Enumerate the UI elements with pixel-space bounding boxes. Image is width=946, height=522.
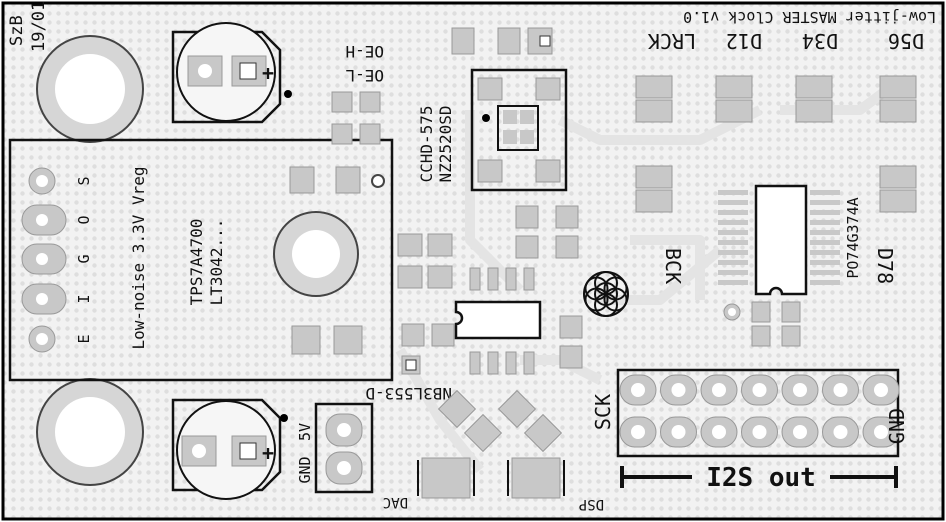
gnd-power-label: GND bbox=[296, 456, 314, 483]
output-pads bbox=[635, 75, 917, 213]
latch-part-label: PO74G374A bbox=[844, 197, 862, 278]
author-label: SzB bbox=[7, 15, 27, 46]
i2s-out-label: I2S out bbox=[706, 463, 816, 493]
svg-text:+: + bbox=[262, 61, 274, 85]
oe-high-label: OE-H bbox=[345, 42, 384, 61]
pin-label-e: E bbox=[75, 334, 93, 343]
i2s-header-hole bbox=[671, 383, 686, 397]
output-label-lrck: LRCK bbox=[648, 29, 696, 53]
output-label-d12: D12 bbox=[726, 29, 762, 53]
i2s-out-marker bbox=[620, 466, 898, 488]
regulator-module bbox=[8, 138, 394, 382]
mounting-hole-top bbox=[36, 35, 144, 143]
power-connector bbox=[314, 402, 374, 494]
latch-decoupling bbox=[723, 301, 801, 347]
regulator-part-2: LT3042... bbox=[207, 219, 226, 306]
board-title: Low-jitter MASTER Clock v1.0 bbox=[683, 8, 936, 26]
output-label-d34: D34 bbox=[802, 29, 838, 53]
i2s-header-hole bbox=[631, 425, 645, 439]
gnd-header-label: GND bbox=[885, 408, 909, 444]
regulator-pin-header bbox=[21, 167, 67, 353]
pin-label-g: G bbox=[75, 254, 93, 263]
output-label-d56: D56 bbox=[888, 29, 924, 53]
i2s-header-hole bbox=[874, 425, 888, 439]
i2s-header-hole bbox=[793, 383, 807, 397]
i2s-header-hole bbox=[752, 383, 767, 397]
i2s-pin-row bbox=[619, 374, 900, 448]
dsp-label: DSP bbox=[579, 496, 604, 512]
latch-ic bbox=[718, 184, 840, 296]
i2s-header-hole bbox=[833, 383, 848, 397]
regulator-part-1: TPS7A4700 bbox=[187, 219, 206, 306]
pin-label-s: S bbox=[75, 176, 93, 185]
i2s-header-hole bbox=[671, 425, 686, 439]
i2s-header-hole bbox=[712, 425, 726, 439]
oe-low-label: OE-L bbox=[345, 66, 384, 85]
buffer-part-label: NB3L553-D bbox=[365, 384, 452, 403]
regulator-title: Low-noise 3.3V Vreg bbox=[129, 166, 148, 349]
decoupling-pads bbox=[397, 205, 583, 369]
i2s-header-hole bbox=[631, 383, 645, 397]
diamond-pads bbox=[437, 389, 563, 453]
oscillator-part-2: NZ2520SD bbox=[436, 105, 455, 182]
mounting-hole-bottom bbox=[36, 378, 144, 486]
buffer-ic bbox=[454, 267, 542, 375]
i2s-header-hole bbox=[874, 383, 888, 397]
date-label: 19/01 bbox=[29, 1, 49, 52]
oe-pads bbox=[331, 91, 381, 145]
sck-label: SCK bbox=[591, 394, 615, 430]
i2s-header-hole bbox=[833, 425, 848, 439]
output-label-d78: D78 bbox=[873, 248, 897, 284]
svg-text:+: + bbox=[262, 441, 274, 465]
i2s-header bbox=[616, 368, 900, 458]
i2s-header-hole bbox=[793, 425, 807, 439]
5v-power-label: 5V bbox=[296, 423, 314, 441]
capacitor-top: + bbox=[171, 22, 292, 124]
regulator-smd bbox=[289, 166, 363, 355]
oscillator-footprint bbox=[451, 27, 568, 192]
bck-label: BCK bbox=[661, 248, 685, 284]
jumper-pads bbox=[417, 457, 565, 499]
pin-label-i: I bbox=[75, 294, 93, 303]
i2s-header-hole bbox=[712, 383, 726, 397]
dac-label: DAC bbox=[383, 494, 408, 510]
oscillator-part-1: CCHD-575 bbox=[417, 105, 436, 182]
flower-of-life-logo bbox=[583, 271, 629, 317]
capacitor-bottom: + bbox=[171, 398, 288, 500]
i2s-header-hole bbox=[752, 425, 767, 439]
pin-label-o: O bbox=[75, 215, 93, 224]
